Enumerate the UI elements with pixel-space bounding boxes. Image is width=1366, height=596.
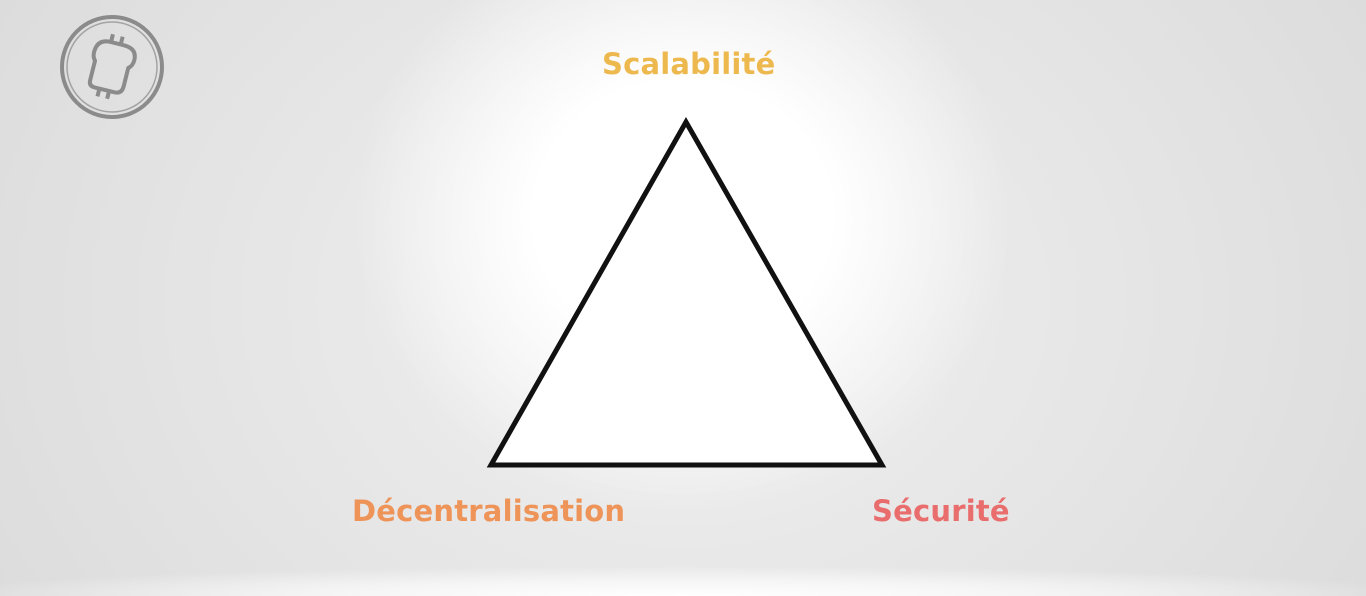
bitcoin-toast-icon <box>60 15 164 119</box>
vertex-label-scalability: Scalabilité <box>602 47 776 81</box>
triangle-shape <box>486 116 887 468</box>
vertex-label-security: Sécurité <box>872 494 1010 528</box>
vertex-label-decentralization: Décentralisation <box>352 494 626 528</box>
brand-logo <box>58 13 166 121</box>
floor-glow <box>0 560 1366 596</box>
